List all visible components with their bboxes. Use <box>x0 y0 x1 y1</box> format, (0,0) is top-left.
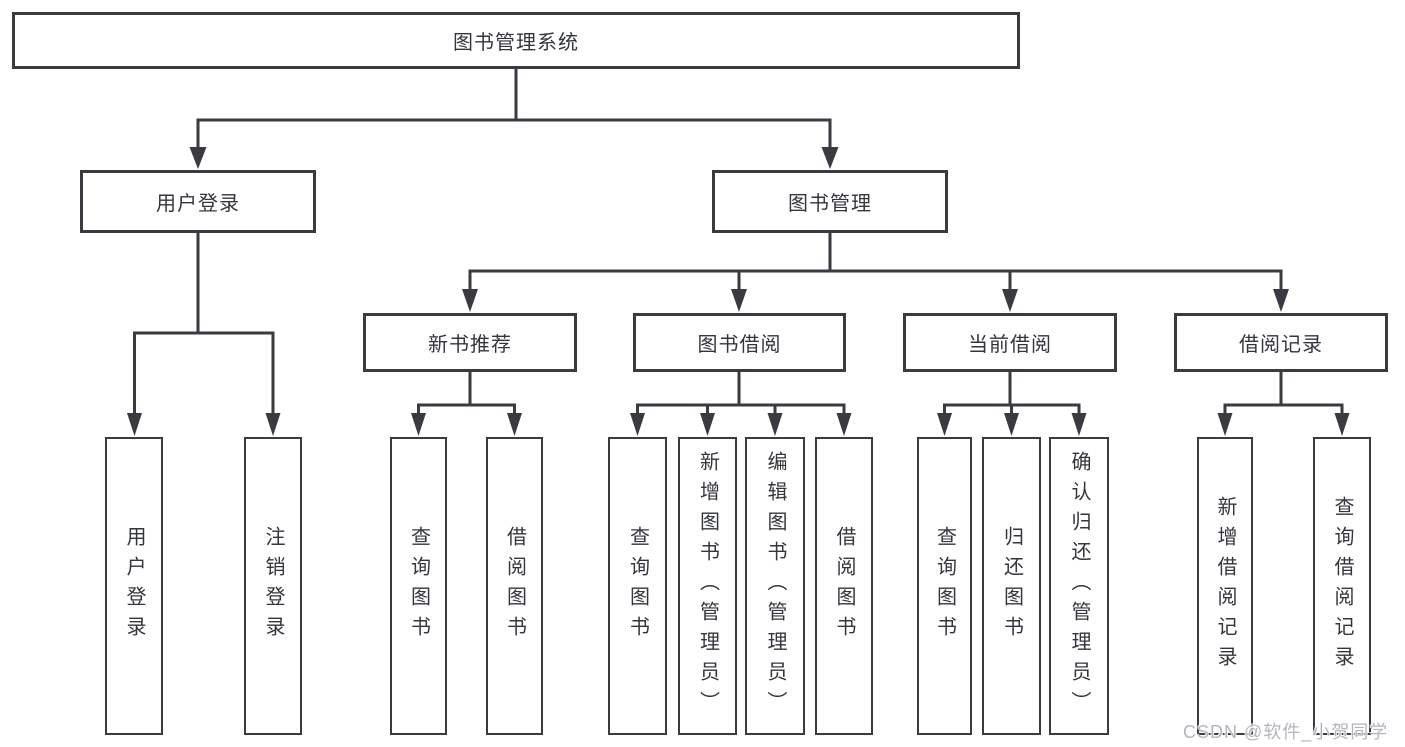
leaf-query-books-borrow: 查询图书 <box>608 437 667 735</box>
connector-current-borrow-to-leaves <box>943 370 1081 417</box>
arrowhead <box>821 147 839 169</box>
leaf-edit-books-admin: 编辑图书（管理员） <box>745 437 805 735</box>
connector-book-borrow-to-leaves <box>636 370 846 417</box>
connector-user-login-to-leaves <box>133 231 275 416</box>
connector-lines <box>133 67 1344 417</box>
connector-new-book-recommend-to-leaves <box>417 370 516 417</box>
arrowhead <box>836 413 852 436</box>
node-label: 用户登录 <box>123 526 145 646</box>
node-label: 注销登录 <box>262 526 284 646</box>
node-label: 查询借阅记录 <box>1331 496 1353 676</box>
node-label: 新增图书（管理员） <box>696 451 719 721</box>
node-label: 图书借阅 <box>697 334 782 356</box>
arrowhead <box>1273 289 1289 312</box>
node-root: 图书管理系统 <box>12 12 1020 69</box>
arrowhead <box>630 413 645 436</box>
arrowhead <box>937 413 952 436</box>
leaf-add-books-admin: 新增图书（管理员） <box>678 437 737 735</box>
leaf-borrow-books-recommend: 借阅图书 <box>486 437 543 735</box>
leaf-logout: 注销登录 <box>244 437 302 735</box>
node-label: 借阅图书 <box>503 526 526 646</box>
node-label: 查询图书 <box>407 526 430 646</box>
connector-root-to-level2 <box>196 67 832 151</box>
leaf-query-books-current: 查询图书 <box>917 437 972 735</box>
arrowhead <box>1004 413 1019 436</box>
arrowhead <box>411 413 426 436</box>
node-book-borrow: 图书借阅 <box>633 313 846 372</box>
node-book-management: 图书管理 <box>712 170 948 233</box>
connector-arrowheads <box>127 147 1350 436</box>
arrowhead <box>1334 413 1350 436</box>
node-new-book-recommend: 新书推荐 <box>363 313 577 372</box>
connector-borrow-records-to-leaves <box>1223 370 1344 417</box>
leaf-confirm-return-admin: 确认归还（管理员） <box>1049 437 1109 735</box>
node-label: 归还图书 <box>1000 526 1023 646</box>
node-label: 新书推荐 <box>428 334 512 356</box>
arrowhead <box>1002 289 1018 312</box>
leaf-add-borrow-record: 新增借阅记录 <box>1197 437 1253 735</box>
arrowhead <box>1071 413 1087 436</box>
leaf-user-login: 用户登录 <box>105 437 163 735</box>
node-label: 用户登录 <box>156 193 240 215</box>
node-label: 查询图书 <box>626 526 649 646</box>
arrowhead <box>767 413 783 436</box>
node-current-borrow: 当前借阅 <box>903 313 1117 372</box>
node-user-login: 用户登录 <box>80 170 316 233</box>
node-label: 图书管理系统 <box>453 32 579 54</box>
node-label: 确认归还（管理员） <box>1068 451 1090 721</box>
arrowhead <box>462 289 478 312</box>
node-label: 当前借阅 <box>968 334 1052 356</box>
leaf-query-books-recommend: 查询图书 <box>390 437 447 735</box>
arrowhead <box>127 413 142 436</box>
node-label: 借阅图书 <box>833 526 855 646</box>
node-label: 借阅记录 <box>1239 334 1323 356</box>
arrowhead <box>700 413 715 436</box>
node-label: 图书管理 <box>788 193 872 215</box>
node-label: 编辑图书（管理员） <box>764 451 786 721</box>
leaf-return-books: 归还图书 <box>982 437 1041 735</box>
leaf-query-borrow-record: 查询借阅记录 <box>1313 437 1371 735</box>
arrowhead <box>265 413 281 436</box>
connector-book-management-to-level3 <box>468 231 1283 293</box>
node-label: 新增借阅记录 <box>1214 496 1236 676</box>
node-borrow-records: 借阅记录 <box>1174 313 1388 372</box>
leaf-borrow-books: 借阅图书 <box>815 437 873 735</box>
node-label: 查询图书 <box>933 526 956 646</box>
arrowhead <box>731 289 747 312</box>
arrowhead <box>1217 413 1233 436</box>
arrowhead <box>507 413 522 436</box>
arrowhead <box>189 147 207 169</box>
